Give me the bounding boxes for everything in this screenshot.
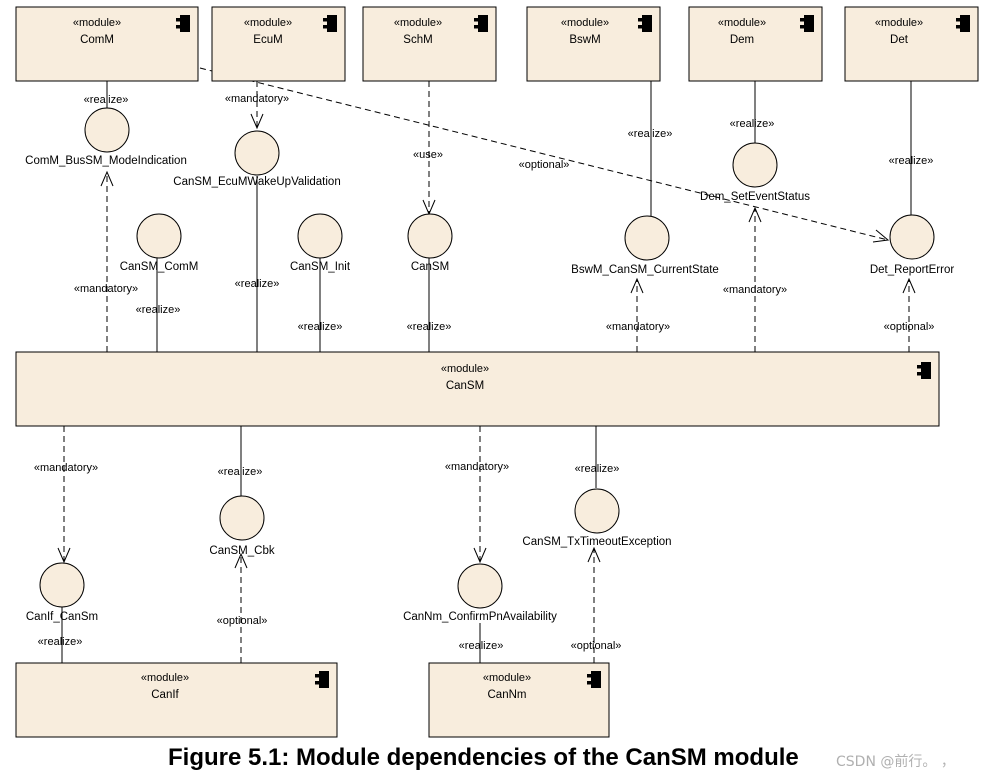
interface-label: CanNm_ConfirmPnAvailability	[403, 611, 557, 623]
interface-label: CanIf_CanSm	[26, 611, 98, 623]
stereotype-label: «realize»	[628, 128, 673, 140]
stereotype-label: «realize»	[575, 463, 620, 475]
stereotype-label: «realize»	[730, 118, 775, 130]
module-stereotype: «module»	[561, 17, 609, 29]
arrowhead	[250, 113, 264, 130]
interface-bswm-cansm-currentstate[interactable]	[624, 215, 670, 261]
module-dependency-diagram: «module» ComM «module» EcuM «module» Sch…	[15, 6, 979, 738]
interface-cannm-confirmpnavailability[interactable]	[457, 563, 503, 609]
interface-label: CanSM_Init	[290, 261, 351, 273]
arrowhead	[748, 206, 762, 223]
stereotype-label: «realize»	[136, 304, 181, 316]
arrowhead	[57, 547, 71, 564]
interface-label: CanSM_TxTimeoutException	[522, 536, 671, 548]
watermark: CSDN @前行。 ，	[836, 754, 955, 770]
module-name: EcuM	[253, 34, 282, 46]
interface-cansm-cbk[interactable]	[219, 495, 265, 541]
module-ecum[interactable]: «module» EcuM	[211, 6, 346, 82]
interface-cansm-comm[interactable]	[136, 213, 182, 259]
module-stereotype: «module»	[718, 17, 766, 29]
interface-label: BswM_CanSM_CurrentState	[571, 264, 719, 276]
module-stereotype: «module»	[483, 672, 531, 684]
interface-label: Det_ReportError	[870, 264, 955, 276]
module-stereotype: «module»	[141, 672, 189, 684]
interface-label: CanSM_ComM	[120, 261, 199, 273]
stereotype-label: «optional»	[571, 640, 622, 652]
stereotype-label: «optional»	[217, 615, 268, 627]
stereotype-label: «realize»	[38, 636, 83, 648]
module-comm[interactable]: «module» ComM	[15, 6, 199, 82]
arrowhead	[902, 277, 916, 294]
module-stereotype: «module»	[73, 17, 121, 29]
interface-cansm[interactable]	[407, 213, 453, 259]
stereotype-label: «use»	[413, 149, 443, 161]
interface-label: CanSM_EcuMWakeUpValidation	[173, 176, 340, 188]
module-stereotype: «module»	[244, 17, 292, 29]
stereotype-label: «realize»	[84, 94, 129, 106]
stereotype-label: «optional»	[519, 159, 570, 171]
module-schm[interactable]: «module» SchM	[362, 6, 497, 82]
interface-cansm-init[interactable]	[297, 213, 343, 259]
module-stereotype: «module»	[875, 17, 923, 29]
interface-cansm-txtimeoutexception[interactable]	[574, 488, 620, 534]
stereotype-label: «realize»	[218, 466, 263, 478]
arrowhead	[100, 170, 114, 187]
module-dem[interactable]: «module» Dem	[688, 6, 823, 82]
figure-caption: Figure 5.1: Module dependencies of the C…	[0, 744, 987, 776]
arrowhead	[473, 547, 487, 564]
module-bswm[interactable]: «module» BswM	[526, 6, 661, 82]
interface-canif-cansm[interactable]	[39, 562, 85, 608]
stereotype-label: «mandatory»	[445, 461, 509, 473]
comm-det-optional-line	[199, 67, 889, 241]
stereotype-label: «mandatory»	[34, 462, 98, 474]
module-name: CanSM	[446, 380, 484, 392]
module-name: Dem	[730, 34, 754, 46]
arrowhead	[872, 229, 890, 243]
interface-comm-bussm-modeindication[interactable]	[84, 107, 130, 153]
arrowhead	[587, 546, 601, 563]
arrowhead	[234, 552, 248, 569]
interface-label: CanSM	[411, 261, 449, 273]
module-name: CanNm	[488, 689, 527, 701]
module-canif[interactable]: «module» CanIf	[15, 662, 338, 738]
stereotype-label: «mandatory»	[74, 283, 138, 295]
stereotype-label: «realize»	[889, 155, 934, 167]
interface-label: ComM_BusSM_ModeIndication	[25, 155, 187, 167]
module-name: ComM	[80, 34, 114, 46]
module-name: BswM	[569, 34, 600, 46]
stereotype-label: «mandatory»	[723, 284, 787, 296]
interface-dem-seteventstatus[interactable]	[732, 142, 778, 188]
stereotype-label: «optional»	[884, 321, 935, 333]
module-name: SchM	[403, 34, 432, 46]
stereotype-label: «mandatory»	[606, 321, 670, 333]
module-det[interactable]: «module» Det	[844, 6, 979, 82]
stereotype-label: «realize»	[407, 321, 452, 333]
stereotype-label: «mandatory»	[225, 93, 289, 105]
stereotype-label: «realize»	[298, 321, 343, 333]
module-cansm[interactable]: «module» CanSM	[15, 351, 940, 427]
module-name: Det	[890, 34, 909, 46]
module-name: CanIf	[151, 689, 179, 701]
interface-det-reporterror[interactable]	[889, 214, 935, 260]
module-stereotype: «module»	[394, 17, 442, 29]
stereotype-label: «realize»	[235, 278, 280, 290]
stereotype-label: «realize»	[459, 640, 504, 652]
caption-title: Figure 5.1: Module dependencies of the C…	[168, 744, 799, 771]
interface-cansm-ecumwakeupvalidation[interactable]	[234, 130, 280, 176]
arrowhead	[630, 277, 644, 294]
module-stereotype: «module»	[441, 363, 489, 375]
interface-label: CanSM_Cbk	[209, 545, 274, 557]
interface-label: Dem_SetEventStatus	[700, 191, 810, 203]
module-cannm[interactable]: «module» CanNm	[428, 662, 610, 738]
